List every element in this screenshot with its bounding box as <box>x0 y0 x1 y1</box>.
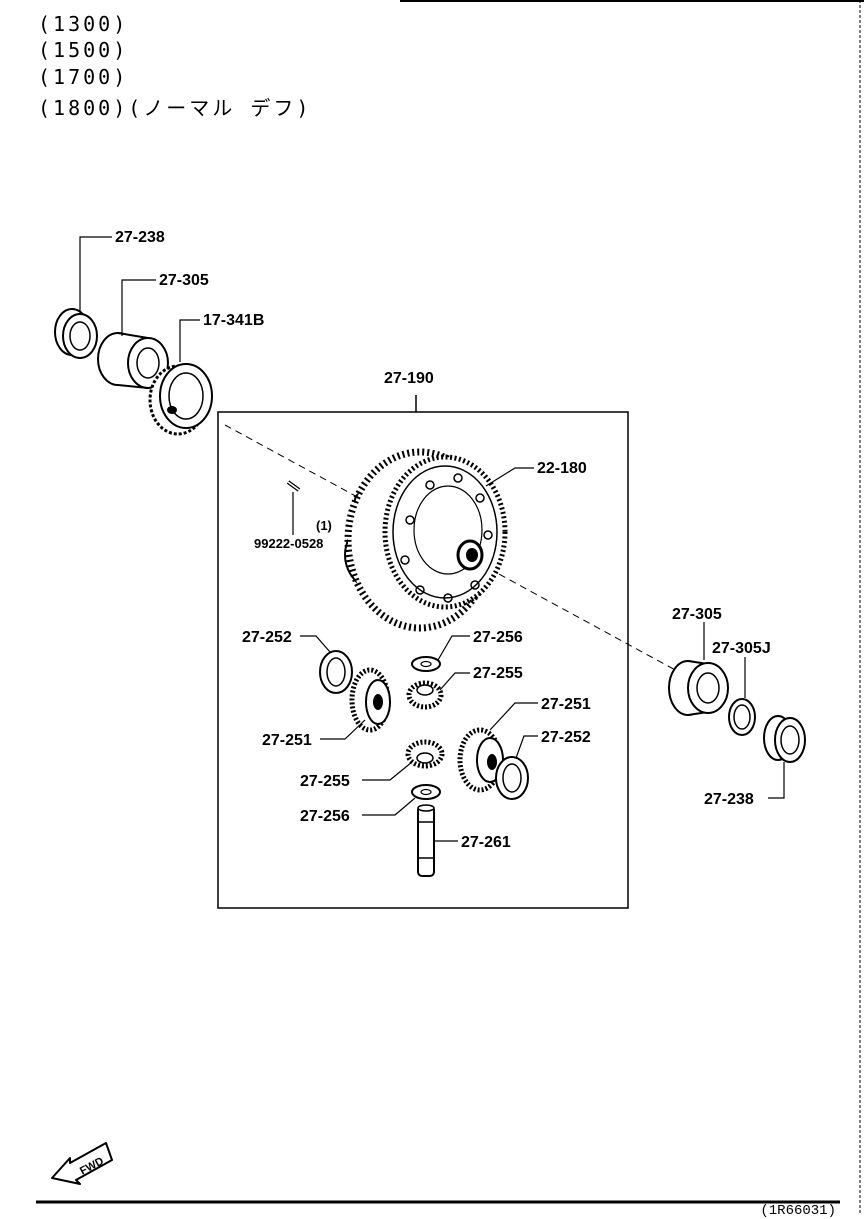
side-gear-left <box>349 667 391 733</box>
model-line-1: (1300) <box>38 12 129 36</box>
label-pin-qty: (1) <box>316 518 332 533</box>
assembly-box <box>217 411 629 909</box>
fwd-arrow-icon: FWD <box>51 1142 113 1185</box>
model-line-4: (1800)(ノーマル デフ) <box>38 96 312 120</box>
pinion-gear-top <box>406 680 444 710</box>
speedometer-gear <box>148 363 213 436</box>
label-27-305-left: 27-305 <box>159 272 209 289</box>
label-27-255-bottom: 27-255 <box>300 773 350 790</box>
bearing-shim <box>728 698 756 736</box>
washer-right <box>495 756 529 800</box>
label-27-238-left: 27-238 <box>115 229 165 246</box>
label-27-251-left: 27-251 <box>262 732 312 749</box>
ring-gear-differential-case <box>344 448 508 632</box>
bearing-left <box>97 332 169 389</box>
pinion-gear-bottom <box>405 739 445 769</box>
washer-left <box>319 650 353 694</box>
label-27-261: 27-261 <box>461 834 511 851</box>
label-27-252-right: 27-252 <box>541 729 591 746</box>
label-27-255-top: 27-255 <box>473 665 523 682</box>
label-99222-0528: 99222-0528 <box>254 536 323 551</box>
label-27-251-right: 27-251 <box>541 696 591 713</box>
pinion-washer-top <box>411 656 441 672</box>
seal-right <box>763 715 806 763</box>
pinion-shaft <box>417 804 435 877</box>
label-27-256-top: 27-256 <box>473 629 523 646</box>
label-27-305J: 27-305J <box>712 640 771 657</box>
label-27-256-bottom: 27-256 <box>300 808 350 825</box>
pin <box>286 480 301 492</box>
side-gear-right <box>457 727 504 793</box>
label-27-190: 27-190 <box>384 370 434 387</box>
label-27-305-right: 27-305 <box>672 606 722 623</box>
seal-left <box>54 308 98 359</box>
label-27-252-left: 27-252 <box>242 629 292 646</box>
label-17-341B: 17-341B <box>203 312 264 329</box>
model-line-2: (1500) <box>38 38 129 62</box>
label-22-180: 22-180 <box>537 460 587 477</box>
bearing-right <box>668 660 729 716</box>
drawing-code: (1R66031) <box>760 1203 836 1219</box>
label-27-238-right: 27-238 <box>704 791 754 808</box>
model-line-3: (1700) <box>38 65 129 89</box>
pinion-washer-bottom <box>411 784 441 800</box>
